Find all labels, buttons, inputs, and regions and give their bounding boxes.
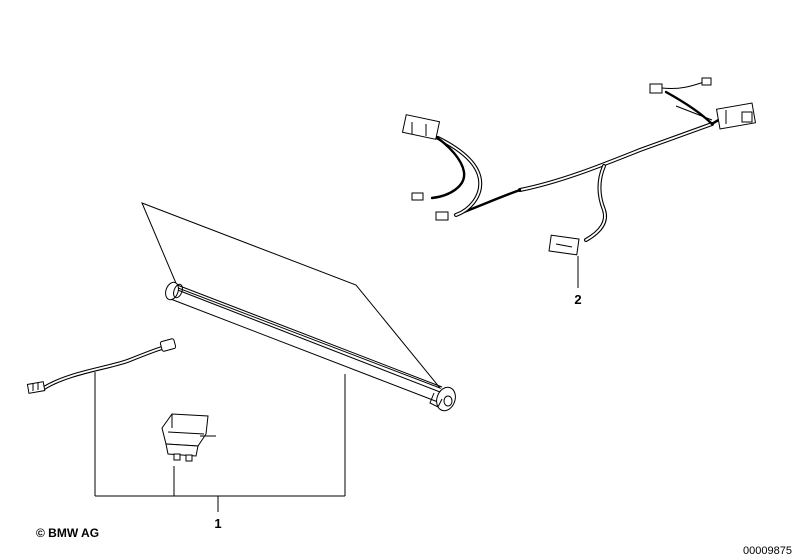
roller-blind — [141, 202, 456, 412]
callout-1-leaders — [94, 372, 346, 512]
harness-connector-upper-left — [401, 114, 441, 140]
blind-cable — [26, 338, 177, 394]
callout-1-label: 1 — [214, 516, 221, 531]
blind-cable-plug — [26, 381, 46, 394]
blind-cable-connector — [159, 338, 177, 352]
harness-connector-top — [649, 83, 663, 94]
roller-tube-top — [171, 282, 443, 388]
wiring-harness — [401, 77, 757, 256]
callout-2-label: 2 — [574, 292, 581, 307]
copyright-notice: © BMW AG — [36, 526, 99, 540]
roller-motor-end — [436, 386, 456, 412]
blind-fabric — [141, 202, 442, 390]
reference-number: 00009875 — [743, 545, 792, 557]
roller-tube-bottom — [167, 297, 439, 403]
rocker-switch — [161, 413, 216, 462]
